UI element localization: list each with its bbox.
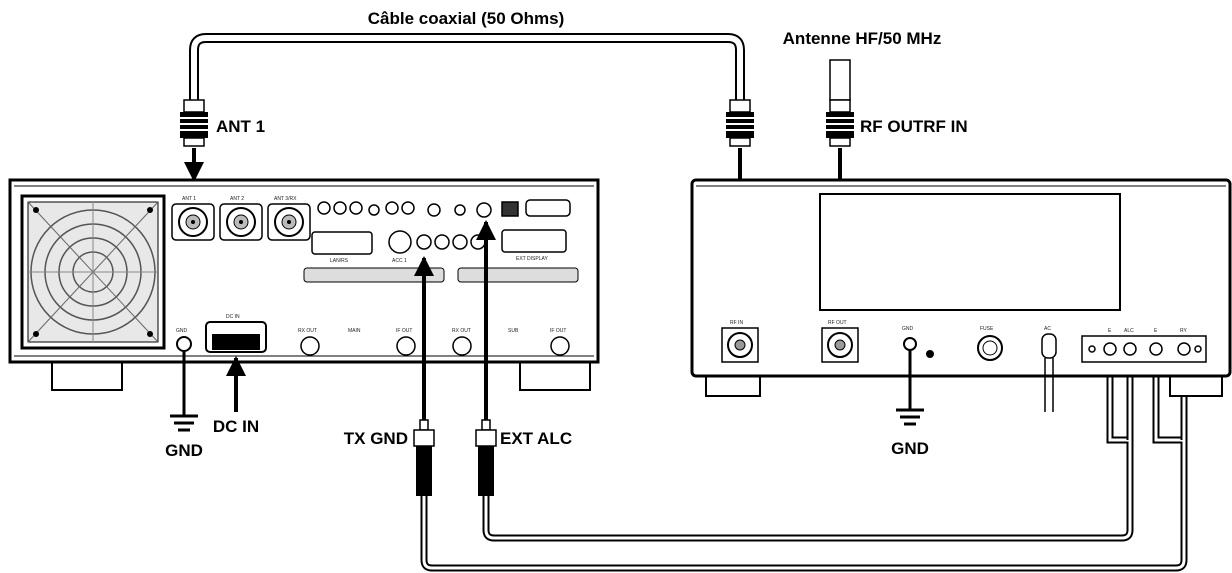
amp-e1-text: E <box>1108 328 1112 334</box>
panel-if-out-2: IF OUT <box>550 328 566 334</box>
panel-rx-out-1: RX OUT <box>298 328 317 334</box>
panel-dc-in-text: DC IN <box>226 314 240 320</box>
tx-gnd-label: TX GND <box>344 429 408 448</box>
panel-sub-text: SUB <box>508 328 519 334</box>
panel-acc-text: ACC 1 <box>392 258 407 264</box>
ground-symbol-left <box>170 352 198 432</box>
panel-gnd-text: GND <box>176 328 188 334</box>
ant3-connector <box>267 203 311 241</box>
amp-gnd-terminal <box>903 337 917 351</box>
panel-ant3-text: ANT 3/RX <box>274 196 297 202</box>
antenna-coax-plug <box>826 59 854 147</box>
amp-ac-text: AC <box>1044 326 1051 332</box>
gnd-right-label: GND <box>891 439 929 458</box>
panel-main-text: MAIN <box>348 328 361 334</box>
vent-slots <box>303 267 579 283</box>
cooling-fan <box>20 194 166 350</box>
rf-in-coax-plug <box>726 99 754 147</box>
dc-in-label: DC IN <box>213 417 259 436</box>
panel-if-out-1: IF OUT <box>396 328 412 334</box>
gnd-left-label: GND <box>165 441 203 460</box>
amp-ry-text: RY <box>1180 328 1188 334</box>
ac-power-cord <box>1041 333 1057 412</box>
amp-rf-out-text: RF OUT <box>828 320 847 326</box>
ext-alc-label: EXT ALC <box>500 429 572 448</box>
rf-out-in-label: RF OUTRF IN <box>860 117 968 136</box>
panel-rx-out-2: RX OUT <box>452 328 471 334</box>
panel-ant1-text: ANT 1 <box>182 196 196 202</box>
panel-ant2-text: ANT 2 <box>230 196 244 202</box>
rf-in-connector <box>721 327 759 363</box>
ant1-connector <box>171 203 215 241</box>
gnd-terminal <box>176 336 192 352</box>
ant1-coax-plug <box>180 99 208 147</box>
amp-alc-text: ALC <box>1124 328 1134 334</box>
amplifier-unit: RF IN RF OUT GND FUSE AC E ALC <box>690 178 1232 412</box>
ant2-connector <box>219 203 263 241</box>
amp-gnd-text: GND <box>902 326 914 332</box>
lan-port <box>311 231 373 255</box>
tx-gnd-rca-plug <box>413 419 435 496</box>
rf-out-connector <box>821 327 859 363</box>
amp-rf-in-text: RF IN <box>730 320 743 326</box>
ant1-label: ANT 1 <box>216 117 265 136</box>
coax-cable <box>189 33 745 112</box>
amp-e2-text: E <box>1154 328 1158 334</box>
panel-lan-text: LAN/RS <box>330 258 349 264</box>
rx-if-jacks <box>300 336 570 356</box>
coax-cable-label: Câble coaxial (50 Ohms) <box>368 9 565 28</box>
amp-fuse-text: FUSE <box>980 326 994 332</box>
ext-alc-rca-plug <box>475 419 497 496</box>
antenna-label: Antenne HF/50 MHz <box>783 29 942 48</box>
amplifier-display-window <box>819 193 1121 311</box>
dc-in-socket <box>205 321 267 353</box>
ground-symbol-right <box>896 350 924 426</box>
acc-port <box>388 230 412 254</box>
panel-ext-display-text: EXT DISPLAY <box>516 256 548 262</box>
upper-jack-row <box>317 199 571 218</box>
transceiver-unit: ANT 1 ANT 2 ANT 3/RX LAN/RS ACC 1 <box>8 178 600 391</box>
ext-display-port <box>501 229 567 253</box>
